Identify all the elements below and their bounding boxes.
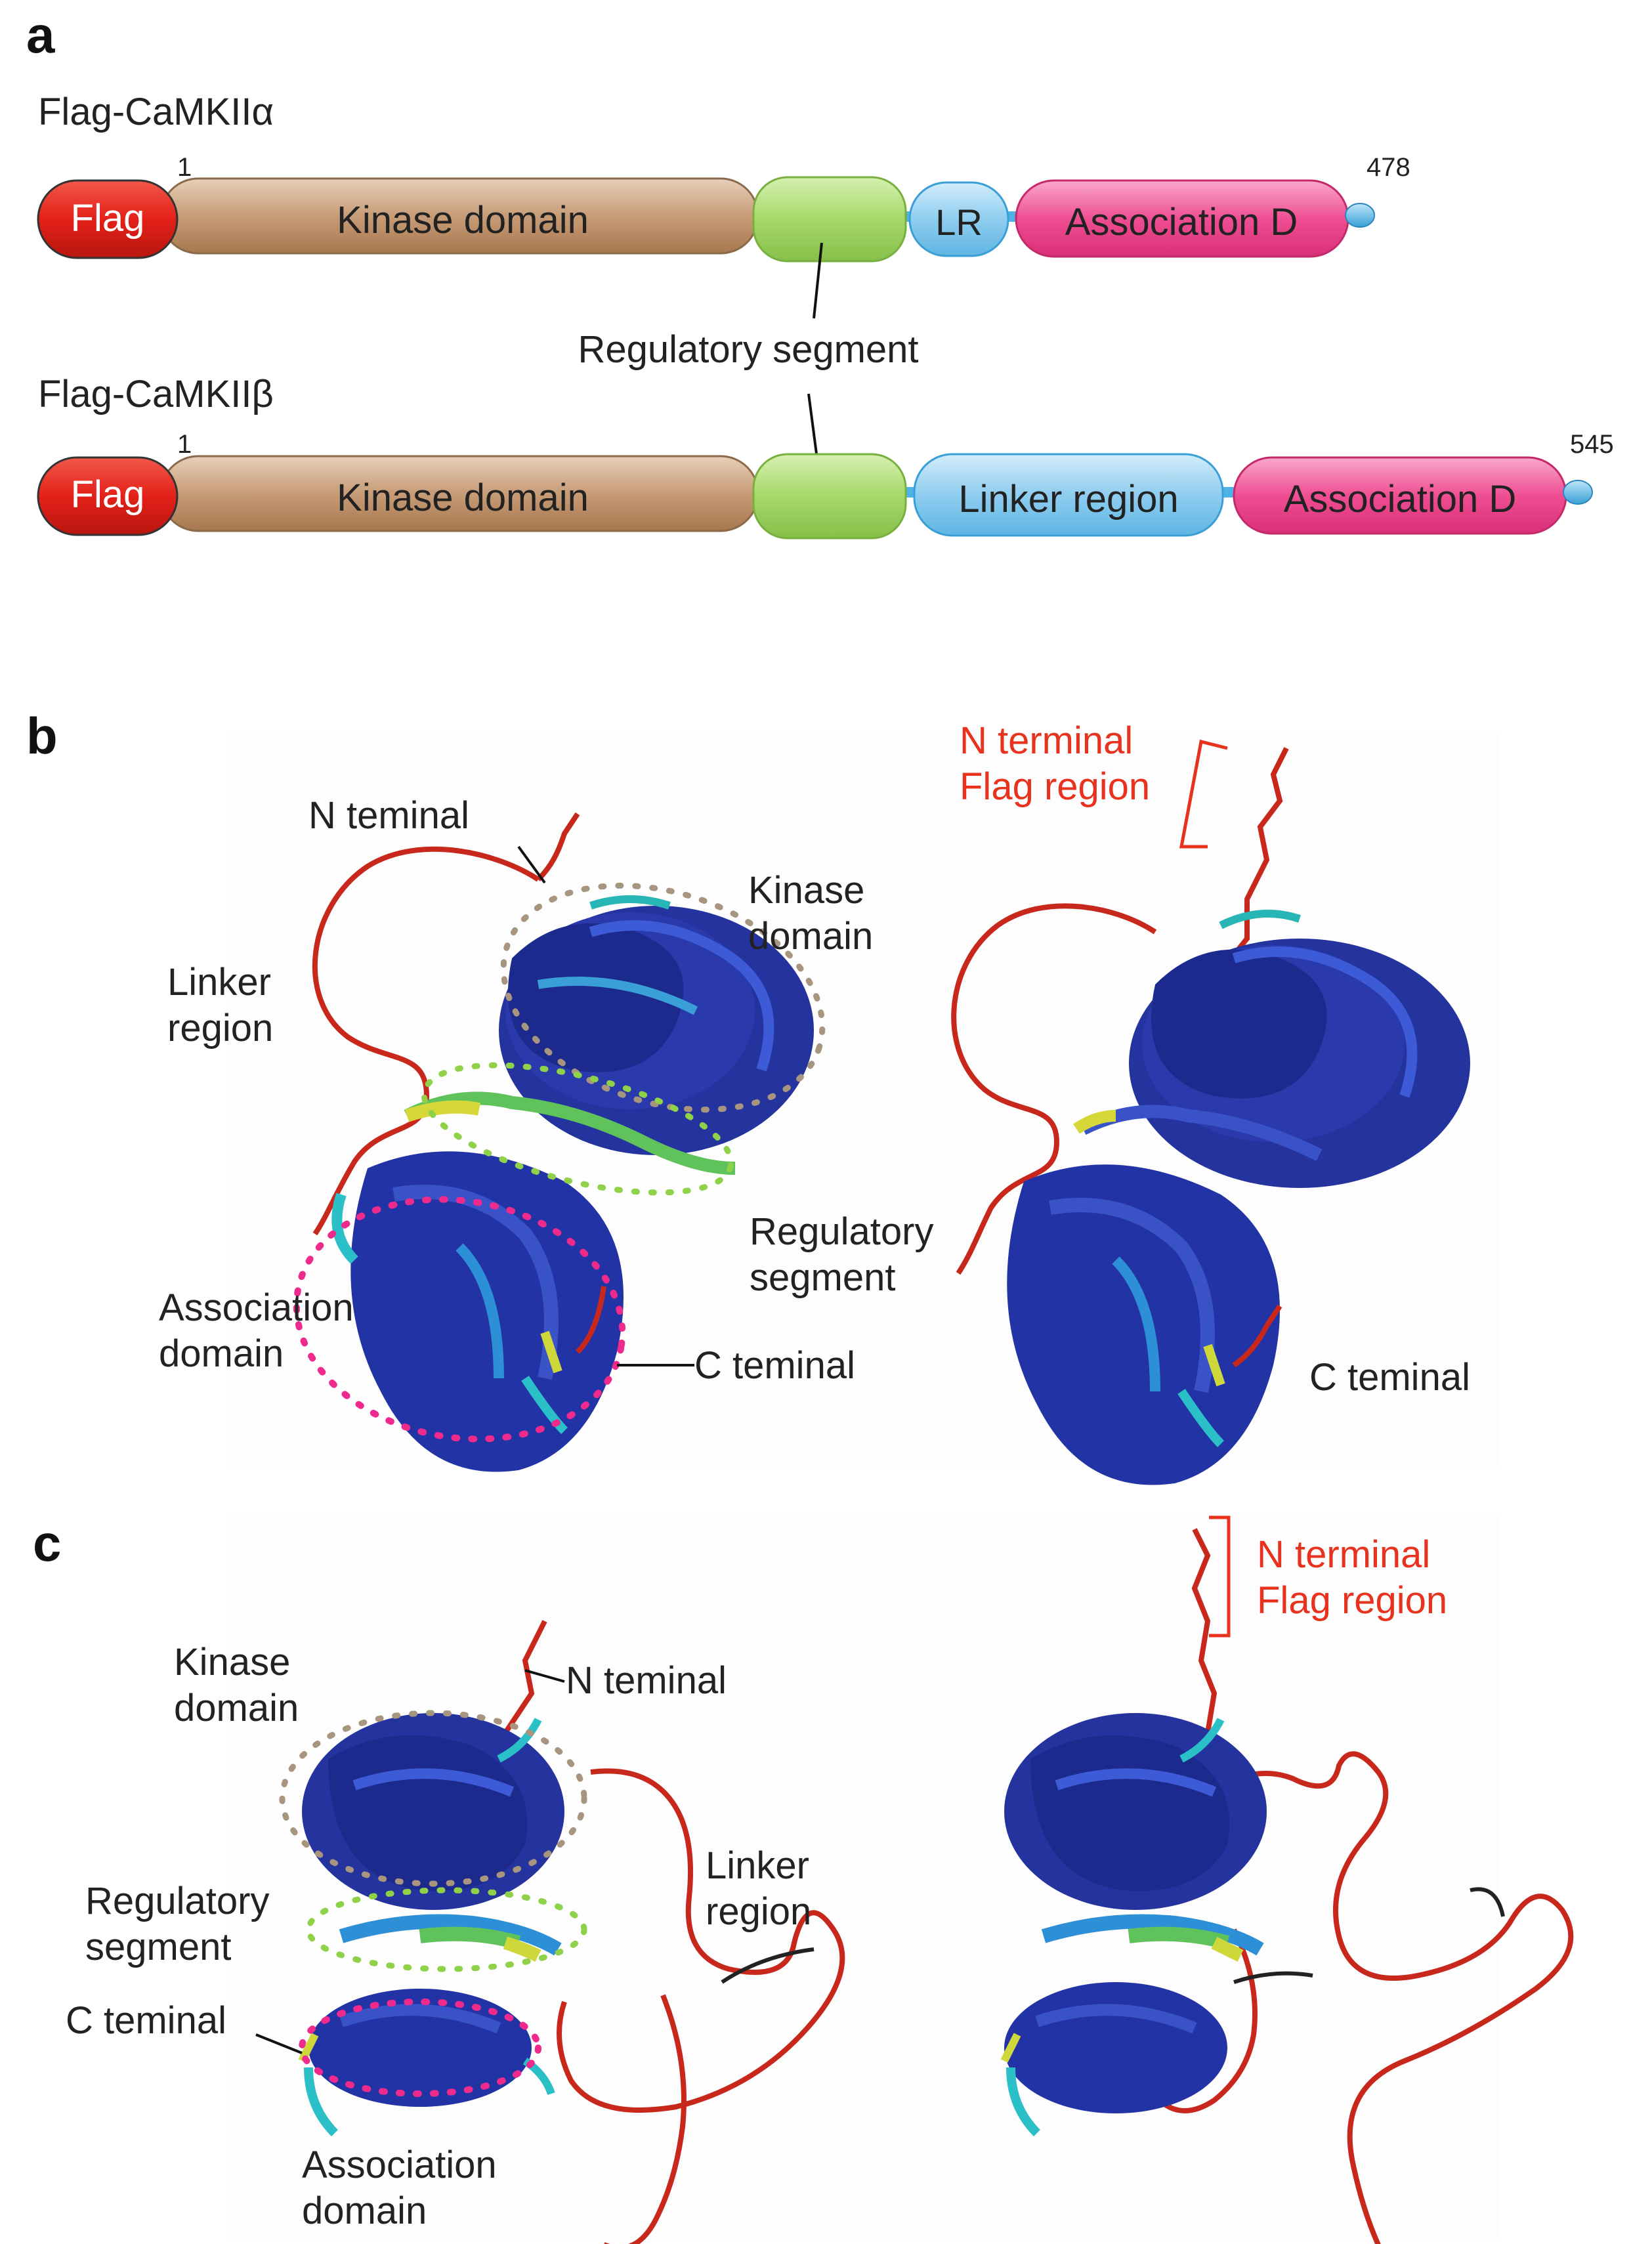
kinase-outline-c	[279, 1710, 587, 1887]
c-linker-label-2: region	[706, 1890, 811, 1933]
beta-flag-tag	[37, 456, 179, 536]
beta-linker-region	[913, 453, 1224, 537]
alpha-flag-label: Flag	[71, 197, 145, 240]
kinase-outline-b	[500, 882, 826, 1113]
panel-c-letter: c	[33, 1514, 61, 1572]
b-regulatory-label-1: Regulatory	[750, 1210, 933, 1253]
b-association-label-2: domain	[159, 1332, 284, 1375]
alpha-regulatory-segment	[752, 176, 907, 263]
c-kinase-label-2: domain	[174, 1687, 299, 1729]
c-c-terminal-label: C teminal	[66, 1999, 226, 2042]
alpha-end-residue: 478	[1366, 153, 1410, 182]
c-regulatory-label-1: Regulatory	[85, 1880, 269, 1922]
beta-association-label: Association D	[1284, 478, 1517, 520]
regulatory-outline-b	[421, 1062, 734, 1196]
panel-b-letter: b	[26, 707, 58, 765]
b-regulatory-label-2: segment	[750, 1256, 895, 1299]
c-kinase-label-1: Kinase	[174, 1641, 290, 1683]
b-association-label-1: Association	[159, 1286, 354, 1329]
c-linker-label-1: Linker	[706, 1844, 809, 1887]
b-kinase-label-1: Kinase	[748, 869, 864, 912]
c-flag-region-label-2: Flag region	[1257, 1579, 1447, 1622]
c-regulatory-label-2: segment	[85, 1926, 231, 1968]
c-n-terminal-label: N teminal	[566, 1659, 727, 1702]
c-flag-bracket	[1209, 1515, 1231, 1638]
panel-b-left-structure	[312, 812, 814, 1472]
c-flag-region-label-1: N terminal	[1257, 1533, 1430, 1576]
beta-end-residue: 545	[1570, 430, 1614, 459]
alpha-title: Flag-CaMKIIα	[38, 91, 274, 133]
b-kinase-label-2: domain	[748, 915, 873, 958]
alpha-start-residue: 1	[177, 153, 192, 182]
alpha-linker-region	[908, 181, 1009, 257]
b-flag-bracket	[1179, 739, 1228, 849]
c-n-terminal-pointer	[524, 1669, 565, 1683]
panel-c-right-structure	[1000, 1528, 1574, 2244]
beta-linker-label: Linker region	[958, 478, 1178, 520]
b-linker-label-1: Linker	[167, 961, 271, 1004]
association-outline-b	[293, 1196, 626, 1443]
c-association-label-1: Association	[302, 2144, 497, 2186]
panel-a-letter: a	[26, 6, 55, 64]
b-flag-region-label-2: Flag region	[960, 765, 1150, 808]
association-outline-c	[299, 1999, 541, 2097]
b-c-terminal-label: C teminal	[694, 1344, 855, 1387]
alpha-kinase-label: Kinase domain	[337, 199, 589, 242]
beta-domain-bar	[37, 453, 1593, 540]
beta-kinase-label: Kinase domain	[337, 476, 589, 519]
alpha-association-label: Association D	[1065, 201, 1298, 243]
beta-flag-label: Flag	[71, 473, 145, 516]
beta-title: Flag-CaMKIIβ	[38, 373, 274, 415]
panel-c-left-structure	[298, 1620, 845, 2244]
beta-c-tail	[1563, 480, 1593, 505]
alpha-flag-tag	[37, 179, 179, 259]
c-c-terminal-pointer	[255, 2033, 303, 2054]
b-c-terminal-right-label: C teminal	[1309, 1356, 1470, 1399]
alpha-linker-label: LR	[935, 201, 983, 243]
b-n-terminal-label: N teminal	[308, 794, 469, 837]
panel-b-right-structure	[951, 747, 1470, 1485]
c-association-label-2: domain	[302, 2190, 427, 2232]
alpha-c-tail	[1345, 203, 1375, 228]
regulatory-segment-label: Regulatory segment	[578, 328, 918, 371]
b-linker-label-2: region	[167, 1007, 273, 1049]
regulatory-pointer-top	[813, 242, 823, 319]
beta-start-residue: 1	[177, 430, 192, 459]
b-flag-region-label-1: N terminal	[960, 719, 1133, 762]
beta-regulatory-segment	[752, 453, 907, 540]
b-n-terminal-pointer	[517, 845, 546, 884]
regulatory-outline-c	[305, 1887, 587, 1972]
alpha-domain-bar	[37, 176, 1375, 263]
